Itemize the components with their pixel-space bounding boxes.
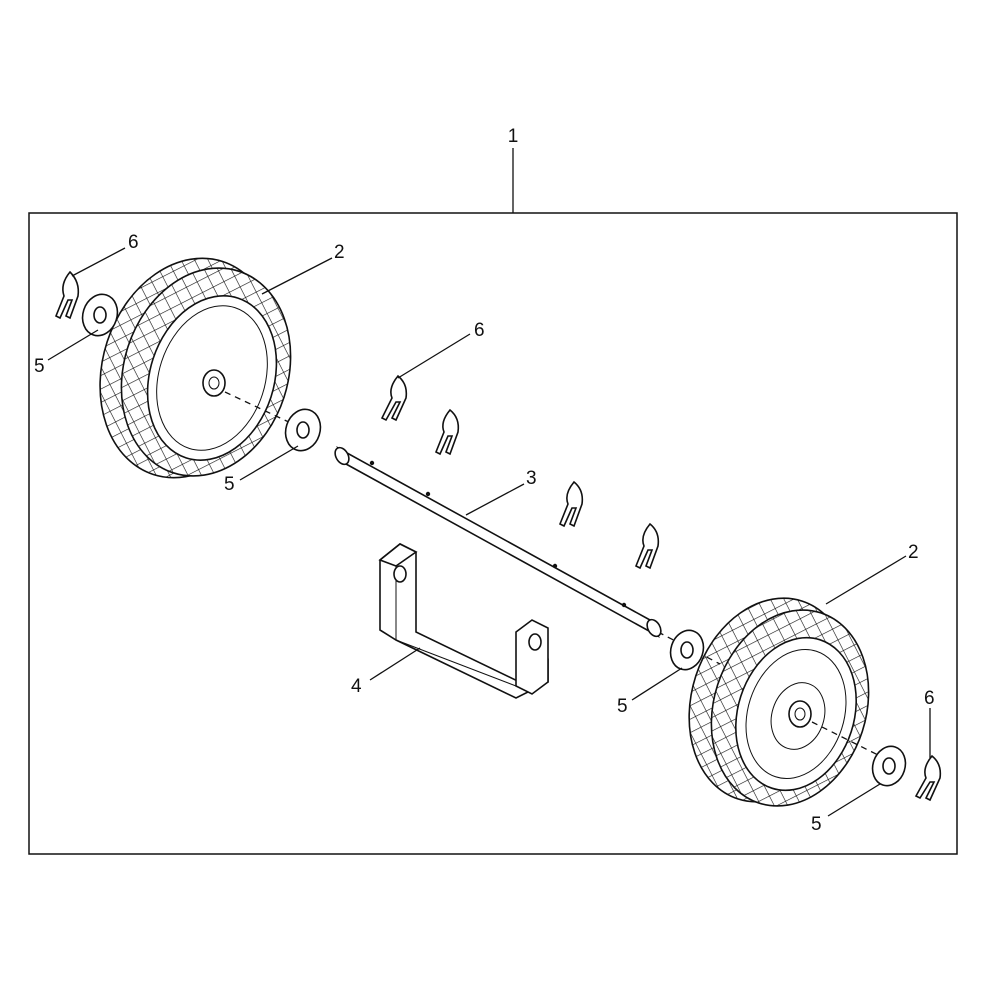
- callout-4-bracket: 4: [351, 676, 362, 697]
- leader-bracket: [369, 647, 421, 681]
- callout-3-axle: 3: [526, 468, 537, 489]
- washer-mid-right: [669, 629, 705, 671]
- cotter-pin-top-left: [54, 270, 80, 320]
- leader-wheel-right: [825, 555, 907, 605]
- cotter-pin-bottom-right: [914, 754, 942, 802]
- wheel-left: [99, 257, 292, 479]
- leader-washer-bottom-right: [827, 783, 881, 817]
- leader-pin-top-left: [71, 247, 126, 277]
- callout-2-wheel-left: 2: [334, 242, 345, 263]
- callout-6-pin-top-left: 6: [128, 232, 139, 253]
- leader-washer-mid-left: [239, 445, 299, 481]
- callout-5-washer-mid-right: 5: [617, 696, 628, 717]
- washer-mid-left: [284, 408, 322, 452]
- leader-washer-top-left: [47, 329, 99, 361]
- callout-5-washer-top-left: 5: [34, 356, 45, 377]
- assembly-frame: [28, 212, 958, 855]
- leader-wheel-left: [261, 257, 333, 295]
- callout-5-washer-mid-left: 5: [224, 474, 235, 495]
- wheel-right: [688, 597, 870, 807]
- cotter-pin-center-1: [380, 374, 408, 422]
- leader-washer-mid-right: [631, 667, 683, 701]
- cotter-pin-center-4: [634, 522, 660, 570]
- washer-bottom-right: [871, 745, 907, 787]
- callout-5-washer-bottom-right: 5: [811, 814, 822, 835]
- callout-2-wheel-right: 2: [908, 542, 919, 563]
- washer-top-left: [81, 293, 119, 337]
- callout-1-assembly: 1: [508, 126, 519, 147]
- cotter-pin-center-3: [558, 480, 584, 528]
- wheel-right-axle-hole: [788, 700, 812, 728]
- leader-axle: [465, 483, 525, 516]
- centerline-left-wheel: [224, 391, 296, 426]
- leader-pin-center: [397, 333, 471, 379]
- axle-rod: [334, 446, 662, 638]
- centerline-right-wheel: [811, 721, 881, 757]
- callout-6-pin-center: 6: [474, 320, 485, 341]
- u-bracket: [378, 543, 549, 699]
- callout-6-pin-bottom-right: 6: [924, 688, 935, 709]
- cotter-pin-center-2: [434, 408, 460, 456]
- wheel-left-axle-hole: [202, 369, 226, 397]
